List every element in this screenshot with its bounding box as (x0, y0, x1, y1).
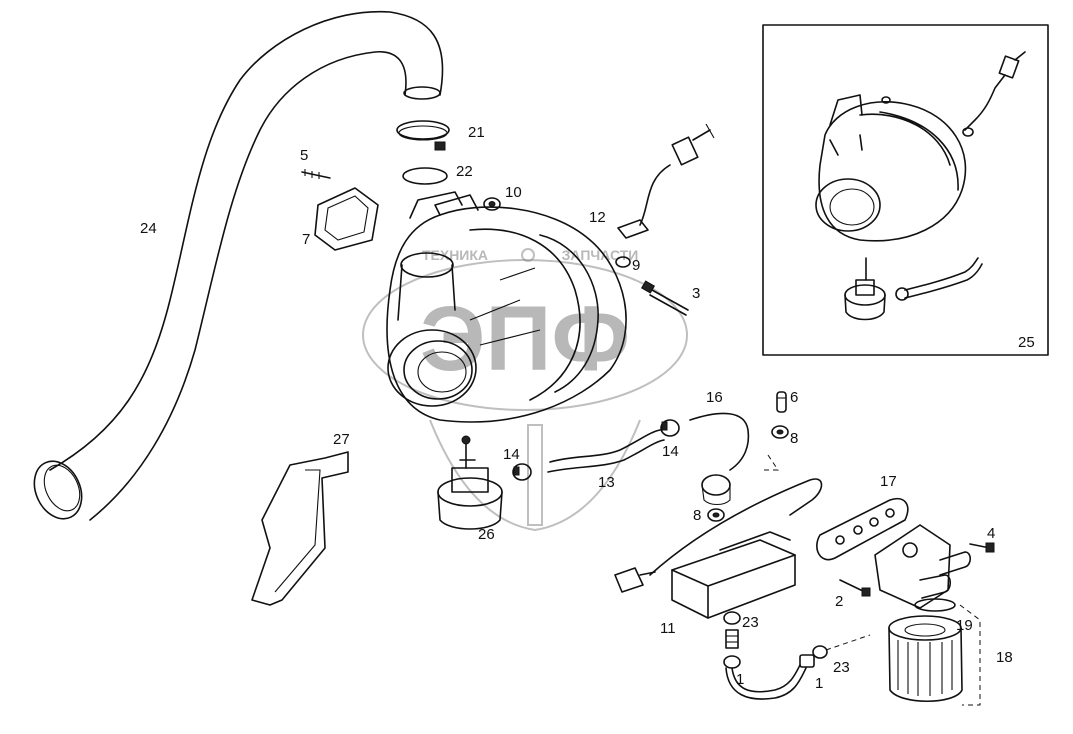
washer-9 (615, 256, 631, 268)
label-8-b: 8 (693, 507, 701, 524)
clip-14-left (512, 463, 532, 481)
bolt-6 (776, 391, 787, 413)
watermark-left-text: ТЕХНИКА (422, 247, 488, 263)
label-18: 18 (996, 649, 1013, 666)
washer-8-top (771, 425, 789, 439)
watermark-right-text: ЗАПЧАСТИ (562, 247, 639, 263)
label-8-a: 8 (790, 430, 798, 447)
label-21: 21 (468, 124, 485, 141)
watermark-gear-icon (521, 248, 535, 262)
actuator-26 (437, 435, 503, 530)
label-14-a: 14 (503, 446, 520, 463)
label-4: 4 (987, 525, 995, 542)
label-26: 26 (478, 526, 495, 543)
label-23-b: 23 (833, 659, 850, 676)
sensor-12 (617, 123, 715, 239)
label-22: 22 (456, 163, 473, 180)
gasket-7 (314, 187, 379, 251)
intake-pipe-24 (33, 10, 444, 521)
label-1-a: 1 (736, 671, 744, 688)
label-1-b: 1 (815, 675, 823, 692)
label-2: 2 (835, 593, 843, 610)
label-16: 16 (706, 389, 723, 406)
label-12: 12 (589, 209, 606, 226)
label-5: 5 (300, 147, 308, 164)
oil-line-16 (689, 412, 750, 506)
leader-23-right (825, 634, 871, 651)
label-27: 27 (333, 431, 350, 448)
stud-5 (301, 169, 331, 179)
watermark-shield (429, 419, 641, 532)
control-module-11 (614, 478, 823, 619)
watermark-tower (527, 424, 543, 526)
oil-pipe (723, 611, 828, 700)
label-7: 7 (302, 231, 310, 248)
leader-16 (760, 454, 779, 471)
hose-13 (547, 429, 665, 473)
turbocharger (386, 191, 627, 423)
oil-filter-19 (888, 615, 963, 703)
inset-box-25 (762, 24, 1049, 356)
label-17: 17 (880, 473, 897, 490)
label-13: 13 (598, 474, 615, 491)
label-19: 19 (956, 617, 973, 634)
nut-10 (483, 197, 501, 211)
washer-8-bottom (707, 508, 725, 522)
watermark-letters: ЭПФ (420, 288, 630, 390)
clamp-21 (396, 120, 450, 151)
clip-14-right (660, 419, 680, 437)
label-10: 10 (505, 184, 522, 201)
bolt-4 (969, 542, 995, 553)
o-ring-22 (402, 167, 448, 185)
filter-head (874, 524, 972, 612)
label-9: 9 (632, 257, 640, 274)
gasket-17 (816, 498, 909, 561)
label-6: 6 (790, 389, 798, 406)
label-14-b: 14 (662, 443, 679, 460)
leader-18 (959, 604, 981, 706)
callout-labels: 1 1 2 3 4 5 6 7 8 8 9 10 11 12 13 14 14 … (140, 124, 1035, 692)
label-25: 25 (1018, 334, 1035, 351)
label-23-a: 23 (742, 614, 759, 631)
bolt-3 (640, 280, 689, 316)
bolt-2 (839, 579, 871, 597)
label-11: 11 (660, 620, 676, 637)
label-3: 3 (692, 285, 700, 302)
bracket-27 (251, 451, 349, 606)
label-24: 24 (140, 220, 157, 237)
